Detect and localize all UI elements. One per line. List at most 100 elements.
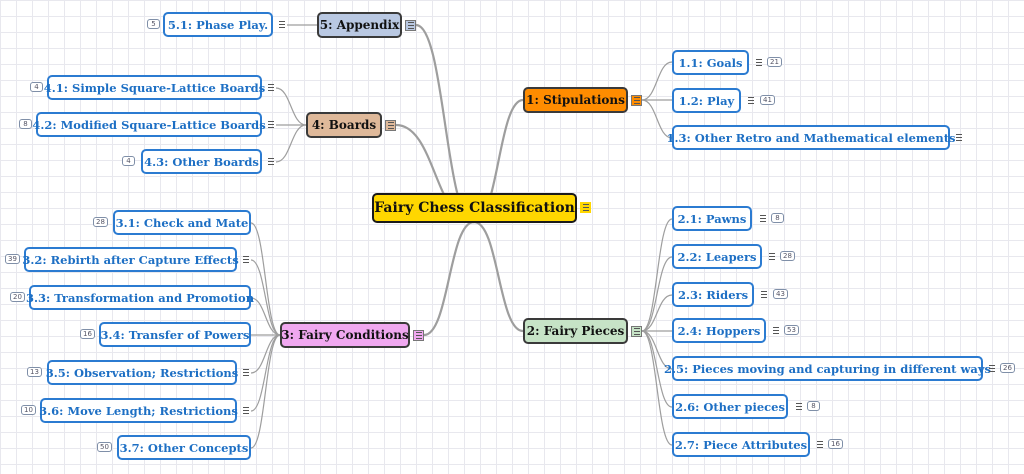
hoppers-notes-icon[interactable] (770, 325, 781, 336)
other-boards-notes-icon[interactable] (265, 156, 276, 167)
connector-boards-0 (275, 87, 307, 126)
piece-attributes-notes-icon[interactable] (814, 439, 825, 450)
leaf-transformation[interactable]: 3.3: Transformation and Promotion (26, 285, 254, 310)
appendix-expand-icon[interactable] (405, 20, 416, 31)
move-length-count-badge: 10 (21, 405, 36, 415)
leaf-simple-boards-label: 4.1: Simple Square-Lattice Boards (43, 80, 266, 95)
leaf-phase-play[interactable]: 5.1: Phase Play. (163, 12, 273, 37)
leaf-other-concepts-label: 3.7: Other Concepts (119, 440, 249, 455)
branch-fairy-pieces[interactable]: 2: Fairy Pieces (523, 318, 628, 344)
other-pieces-count-badge: 8 (807, 401, 820, 411)
leaf-move-length-label: 3.6: Move Length; Restrictions (39, 403, 238, 418)
leaf-piece-attributes-label: 2.7: Piece Attributes (674, 437, 808, 452)
connector-boards-2 (275, 124, 307, 163)
rebirth-count-badge: 39 (5, 254, 20, 264)
simple-boards-count-badge: 4 (30, 82, 43, 92)
leaf-leapers-label: 2.2: Leapers (677, 249, 757, 264)
leaf-check-and-mate[interactable]: 3.1: Check and Mate (113, 210, 251, 235)
leaf-pieces-moving-label: 2.5: Pieces moving and capturing in diff… (664, 361, 991, 376)
leaf-pawns[interactable]: 2.1: Pawns (672, 206, 752, 231)
root-notes-icon[interactable] (580, 202, 591, 213)
leaf-leapers[interactable]: 2.2: Leapers (672, 244, 762, 269)
leaf-phase-play-label: 5.1: Phase Play. (167, 17, 269, 32)
branch-fairy-pieces-label: 2: Fairy Pieces (526, 324, 625, 338)
other-retro-notes-icon[interactable] (953, 132, 964, 143)
leaf-riders-label: 2.3: Riders (677, 287, 749, 302)
transfer-of-powers-count-badge: 16 (80, 329, 95, 339)
play-notes-icon[interactable] (745, 95, 756, 106)
fairy-pieces-expand-icon[interactable] (631, 326, 642, 337)
leaf-observation-label: 3.5: Observation; Restrictions (45, 365, 239, 380)
connector-stipulations-0 (641, 61, 673, 101)
observation-notes-icon[interactable] (240, 367, 251, 378)
leaf-hoppers-label: 2.4: Hoppers (677, 323, 761, 338)
other-boards-count-badge: 4 (122, 156, 135, 166)
leaf-play[interactable]: 1.2: Play (672, 88, 741, 113)
goals-count-badge: 21 (767, 57, 782, 67)
phase-play-notes-icon[interactable] (276, 19, 287, 30)
connector-pieces-6 (641, 330, 673, 446)
root-label: Fairy Chess Classification (374, 200, 575, 216)
leaf-modified-boards[interactable]: 4.2: Modified Square-Lattice Boards (32, 112, 266, 137)
leaf-other-retro-label: 1.3: Other Retro and Mathematical elemen… (666, 130, 956, 145)
observation-count-badge: 13 (27, 367, 42, 377)
leaf-goals[interactable]: 1.1: Goals (672, 50, 749, 75)
goals-notes-icon[interactable] (753, 57, 764, 68)
leaf-other-concepts[interactable]: 3.7: Other Concepts (117, 435, 251, 460)
phase-play-count-badge: 5 (147, 19, 160, 29)
stipulations-expand-icon[interactable] (631, 95, 642, 106)
leapers-notes-icon[interactable] (766, 251, 777, 262)
branch-fairy-conditions[interactable]: 3: Fairy Conditions (280, 322, 410, 348)
connector-conditions-2 (250, 297, 281, 336)
leaf-other-boards-label: 4.3: Other Boards (144, 154, 259, 169)
connector-root-fairy-conditions (423, 220, 475, 337)
leaf-other-pieces-label: 2.6: Other pieces (675, 399, 785, 414)
pieces-moving-notes-icon[interactable] (986, 363, 997, 374)
connector-stipulations-2 (641, 99, 673, 139)
move-length-notes-icon[interactable] (240, 405, 251, 416)
fairy-conditions-expand-icon[interactable] (413, 330, 424, 341)
pieces-moving-count-badge: 26 (1000, 363, 1015, 373)
branch-stipulations[interactable]: 1: Stipulations (523, 87, 628, 113)
leaf-hoppers[interactable]: 2.4: Hoppers (672, 318, 766, 343)
rebirth-notes-icon[interactable] (240, 254, 251, 265)
leaf-other-boards[interactable]: 4.3: Other Boards (141, 149, 262, 174)
branch-fairy-conditions-label: 3: Fairy Conditions (281, 328, 409, 342)
modified-boards-notes-icon[interactable] (265, 119, 276, 130)
riders-notes-icon[interactable] (758, 289, 769, 300)
leaf-simple-boards[interactable]: 4.1: Simple Square-Lattice Boards (43, 75, 266, 100)
other-concepts-count-badge: 50 (97, 442, 112, 452)
connector-conditions-6 (250, 334, 281, 449)
leaf-pieces-moving[interactable]: 2.5: Pieces moving and capturing in diff… (664, 356, 991, 381)
transformation-count-badge: 20 (10, 292, 25, 302)
leaf-rebirth[interactable]: 3.2: Rebirth after Capture Effects (22, 247, 239, 272)
check-and-mate-count-badge: 28 (93, 217, 108, 227)
pawns-count-badge: 8 (771, 213, 784, 223)
leaf-rebirth-label: 3.2: Rebirth after Capture Effects (22, 252, 239, 267)
connector-pieces-1 (641, 256, 673, 332)
leaf-other-pieces[interactable]: 2.6: Other pieces (672, 394, 788, 419)
leaf-other-retro[interactable]: 1.3: Other Retro and Mathematical elemen… (666, 125, 956, 150)
leaf-riders[interactable]: 2.3: Riders (672, 282, 754, 307)
modified-boards-count-badge: 8 (19, 119, 32, 129)
leaf-pawns-label: 2.1: Pawns (677, 211, 747, 226)
connector-conditions-0 (250, 222, 281, 336)
branch-stipulations-label: 1: Stipulations (526, 93, 625, 107)
branch-boards-label: 4: Boards (311, 118, 377, 132)
other-pieces-notes-icon[interactable] (793, 401, 804, 412)
branch-boards[interactable]: 4: Boards (306, 112, 382, 138)
branch-appendix[interactable]: 5: Appendix (317, 12, 402, 38)
leaf-piece-attributes[interactable]: 2.7: Piece Attributes (672, 432, 810, 457)
simple-boards-notes-icon[interactable] (265, 82, 276, 93)
pawns-notes-icon[interactable] (757, 213, 768, 224)
leaf-transfer-of-powers[interactable]: 3.4: Transfer of Powers (99, 322, 251, 347)
play-count-badge: 41 (760, 95, 775, 105)
piece-attributes-count-badge: 16 (828, 439, 843, 449)
leaf-observation[interactable]: 3.5: Observation; Restrictions (45, 360, 239, 385)
hoppers-count-badge: 53 (784, 325, 799, 335)
boards-expand-icon[interactable] (385, 120, 396, 131)
leaf-move-length[interactable]: 3.6: Move Length; Restrictions (39, 398, 238, 423)
leaf-goals-label: 1.1: Goals (678, 55, 743, 70)
root-node[interactable]: Fairy Chess Classification (372, 193, 577, 223)
